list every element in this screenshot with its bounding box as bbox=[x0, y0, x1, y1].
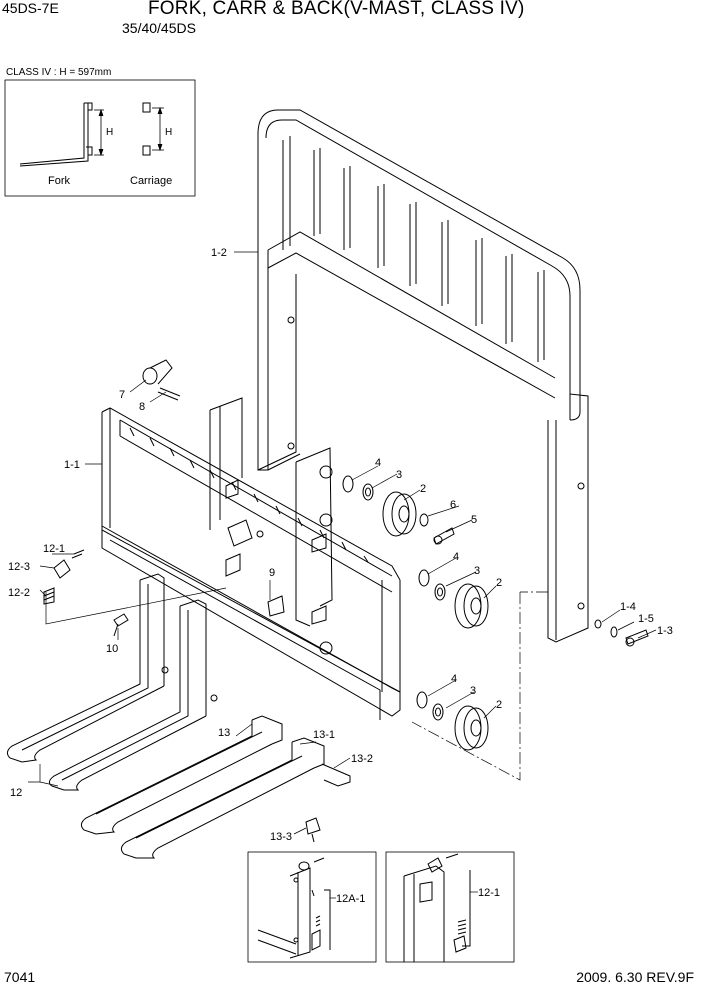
callout-1-2: 1-2 bbox=[211, 247, 227, 259]
fork-height-dimension bbox=[94, 108, 104, 157]
model-code: 45DS-7E bbox=[2, 0, 59, 16]
page-title: FORK, CARR & BACK(V-MAST, CLASS IV) bbox=[148, 0, 525, 19]
revision-date: 2009. 6.30 REV.9F bbox=[576, 969, 694, 985]
detail-box-12-1: 12-1 bbox=[385, 851, 515, 963]
fork-left bbox=[6, 573, 169, 763]
callout-12-3: 12-3 bbox=[8, 561, 30, 573]
roller-lower bbox=[416, 691, 489, 751]
fork-label: Fork bbox=[48, 175, 71, 187]
callout-12-1: 12-1 bbox=[43, 543, 65, 555]
callout-1-4: 1-4 bbox=[620, 601, 636, 613]
model-variants: 35/40/45DS bbox=[122, 20, 196, 36]
callout-12-1-detail: 12-1 bbox=[478, 887, 500, 899]
callout-2-middle: 2 bbox=[496, 577, 502, 589]
callout-10: 10 bbox=[106, 643, 118, 655]
fork-13 bbox=[80, 715, 283, 835]
page-number: 7041 bbox=[4, 969, 36, 985]
inset-caption: CLASS IV : H = 597mm bbox=[6, 67, 111, 78]
callout-1-3: 1-3 bbox=[657, 625, 673, 637]
callout-13-2: 13-2 bbox=[351, 753, 373, 765]
roller-middle bbox=[418, 569, 489, 629]
callout-13: 13 bbox=[218, 727, 230, 739]
callout-12: 12 bbox=[10, 787, 22, 799]
callout-4-upper: 4 bbox=[375, 457, 381, 469]
fork-13-1 bbox=[120, 737, 351, 859]
backrest bbox=[257, 109, 589, 643]
callout-5: 5 bbox=[471, 514, 477, 526]
callout-12-2: 12-2 bbox=[8, 587, 30, 599]
detail-box-12a-1: 12A-1 bbox=[247, 851, 377, 963]
carriage-profile-icon bbox=[142, 102, 151, 156]
fork-dimension-label: H bbox=[106, 127, 113, 138]
backrest-fasteners bbox=[594, 619, 649, 647]
anchor-and-bolt bbox=[113, 359, 285, 637]
carriage-label: Carriage bbox=[130, 175, 172, 187]
callout-2-lower: 2 bbox=[496, 699, 502, 711]
callout-4-lower: 4 bbox=[451, 673, 457, 685]
carriage bbox=[101, 397, 401, 720]
callout-7: 7 bbox=[119, 389, 125, 401]
callout-2-upper: 2 bbox=[420, 483, 426, 495]
callout-3-middle: 3 bbox=[474, 565, 480, 577]
fork-stopper-parts bbox=[43, 549, 321, 843]
carriage-dimension-label: H bbox=[165, 127, 172, 138]
callout-13-1: 13-1 bbox=[313, 729, 335, 741]
callouts: 1-2 1-1 7 8 4 3 2 6 5 4 3 2 4 3 2 9 10 1… bbox=[8, 247, 673, 843]
callout-3-upper: 3 bbox=[396, 469, 402, 481]
inset-frame bbox=[4, 79, 196, 197]
callout-4-middle: 4 bbox=[453, 551, 459, 563]
callout-8: 8 bbox=[139, 401, 145, 413]
roller-upper bbox=[342, 475, 455, 545]
fork-profile-icon bbox=[19, 102, 93, 167]
callout-13-3: 13-3 bbox=[270, 831, 292, 843]
callout-1-5: 1-5 bbox=[638, 613, 654, 625]
callout-6: 6 bbox=[450, 499, 456, 511]
carriage-height-dimension bbox=[152, 106, 164, 152]
leader-lines bbox=[28, 251, 657, 835]
fork-right bbox=[48, 599, 218, 791]
callout-9: 9 bbox=[269, 567, 275, 579]
class-iv-inset: CLASS IV : H = 597mm H H bbox=[4, 67, 196, 197]
callout-12a-1: 12A-1 bbox=[336, 893, 365, 905]
callout-3-lower: 3 bbox=[470, 685, 476, 697]
callout-1-1: 1-1 bbox=[64, 459, 80, 471]
